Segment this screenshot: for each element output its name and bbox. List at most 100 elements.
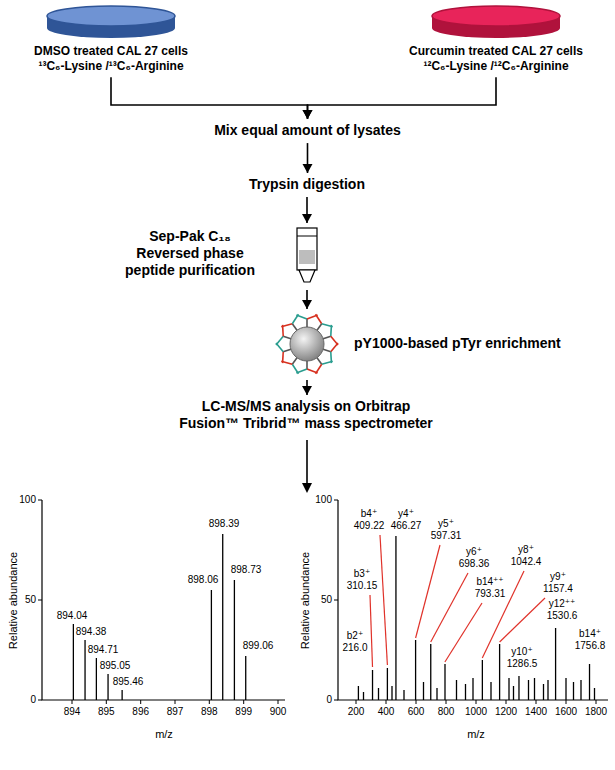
antibody-stem: [323, 349, 331, 351]
spectrum-peak: [472, 678, 473, 700]
peak-label: 409.22: [354, 520, 385, 532]
spectrum-peak: [444, 664, 445, 700]
peak-label: 898.06: [188, 574, 219, 586]
spectrum-peak: [121, 690, 122, 700]
node-text: ¹³C₆-Lysine /¹³C₆-Arginine: [33, 59, 189, 74]
antibody-stem: [306, 361, 308, 369]
tick-label: 1200: [495, 706, 517, 718]
node-title: Trypsin digestion: [248, 176, 366, 193]
spectrum-peak: [555, 628, 556, 700]
antibody-arm: [276, 336, 283, 345]
spectrum-peak: [107, 674, 108, 700]
spectrum-peak: [211, 590, 212, 700]
step-node: Curcumin treated CAL 27 cells¹²C₆-Lysine…: [408, 4, 584, 73]
spectrum-peak: [543, 684, 544, 700]
spectrum-peak: [96, 658, 97, 700]
peak-label: y9⁺: [550, 571, 566, 583]
step-node: Sep-Pak C₁₈Reversed phase peptide purifi…: [40, 226, 330, 286]
tick-label: 600: [408, 706, 425, 718]
bead: [290, 327, 324, 361]
spectrum-peak: [363, 692, 364, 700]
tick-label: 100: [19, 494, 36, 506]
peak-label: 898.39: [209, 518, 240, 530]
antibody-stem: [292, 324, 297, 330]
spectrum-peak: [499, 644, 500, 700]
peak-label: 898.73: [231, 564, 262, 576]
peak-label: 466.27: [391, 520, 422, 532]
peak-label: 895.46: [113, 676, 144, 688]
antibody-arm: [281, 324, 292, 327]
flow-connector: [303, 77, 497, 119]
antibody-arm: [322, 361, 333, 364]
peak-label: b14⁺: [579, 628, 601, 640]
tick-label: 50: [25, 594, 36, 606]
tick-label: 0: [30, 694, 36, 706]
node-title: pY1000-based pTyr enrichment: [354, 335, 561, 352]
tick-label: 200: [348, 706, 365, 718]
tick-label: 898: [201, 706, 218, 718]
node-text: ¹²C₆-Lysine /¹²C₆-Arginine: [408, 59, 584, 74]
peak-label: b2⁺: [347, 630, 363, 642]
peak-label: 1157.4: [543, 583, 573, 595]
flow-connector: [302, 290, 312, 309]
tick-label: 100: [315, 494, 332, 506]
spectrum-peak: [513, 686, 514, 700]
spectrum-peak: [378, 688, 379, 700]
peak-label: 1756.8: [575, 640, 606, 652]
tick-label: 0: [326, 694, 332, 706]
step-node: pY1000-based pTyr enrichment: [262, 312, 592, 376]
leader-line: [431, 573, 468, 642]
dish-top: [47, 6, 175, 26]
peak-label: 895.05: [100, 660, 131, 672]
axis-title: m/z: [155, 728, 173, 741]
arrow-head: [302, 214, 312, 223]
antibody-arm: [292, 364, 298, 374]
tick-label: 900: [270, 706, 287, 718]
antibody-stem: [292, 358, 297, 364]
spectrum-peak: [482, 660, 483, 700]
spectrum-peak: [589, 664, 590, 700]
spectrum-peak: [565, 678, 566, 700]
spectrum-peak: [528, 680, 529, 700]
spectrum-peak: [580, 680, 581, 700]
spectrum-peak: [465, 684, 466, 700]
node-title: LC-MS/MS analysis on Orbitrap Fusion™ Tr…: [116, 398, 496, 432]
antibody-arm: [282, 352, 284, 363]
peak-label: y10⁺: [511, 646, 532, 658]
leader-line: [416, 545, 440, 638]
peak-label: y6⁺: [466, 546, 482, 558]
tick-label: 896: [132, 706, 149, 718]
step-node: DMSO treated CAL 27 cells¹³C₆-Lysine /¹³…: [33, 4, 189, 73]
spectrum-peak: [594, 688, 595, 700]
node-title: DMSO treated CAL 27 cells: [33, 44, 189, 59]
peak-label: b4⁺: [361, 508, 377, 520]
spectrum-peak: [518, 676, 519, 700]
node-title: Mix equal amount of lysates: [213, 122, 402, 139]
peak-label: 698.36: [459, 558, 490, 570]
leader-line: [370, 595, 373, 667]
spectrum-peak: [508, 678, 509, 700]
flow-connector: [303, 143, 313, 173]
peak-label: 216.0: [342, 642, 367, 654]
chart-axis: [338, 500, 608, 700]
spectrum-peak: [387, 668, 388, 700]
cartridge-tip: [299, 270, 315, 282]
peak-label: y5⁺: [438, 518, 454, 530]
spectrum-peak: [430, 644, 431, 700]
spectrum-peak: [456, 680, 457, 700]
tick-label: 899: [235, 706, 252, 718]
spectrum-peak: [573, 682, 574, 700]
connector-line: [111, 77, 308, 119]
node-title: Curcumin treated CAL 27 cells: [408, 44, 584, 59]
peak-label: 894.71: [88, 644, 119, 656]
antibody-arm: [296, 315, 307, 319]
antibody-stem: [283, 336, 291, 338]
spectrum-peak: [222, 534, 223, 700]
node-text: Reversed phase peptide purification: [114, 245, 266, 279]
spectrum-peak: [234, 580, 235, 700]
tick-label: 800: [438, 706, 455, 718]
antibody-stem: [283, 349, 291, 351]
tick-label: 1400: [525, 706, 547, 718]
spectrum-peak: [245, 656, 246, 700]
